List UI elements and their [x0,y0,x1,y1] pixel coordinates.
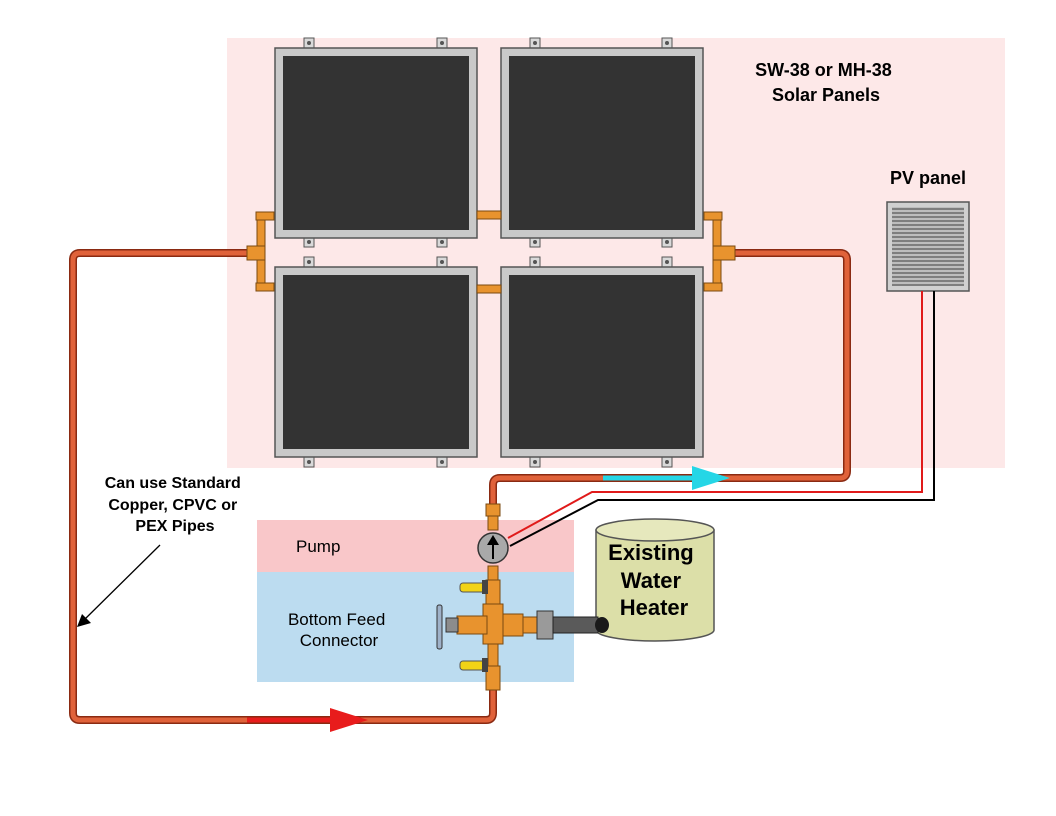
left-manifold-fitting [246,211,275,292]
pv-panel-label: PV panel [890,168,966,188]
pv-wiring [507,291,935,547]
solar-panel-top-left [274,47,478,239]
pump-direction-arrow-icon [487,535,499,545]
cold-flow-arrow [247,708,368,732]
lower-ball-valve[interactable] [459,658,488,672]
solar-panel-bottom-left [274,266,478,458]
water-heater-tank [595,518,715,642]
panels-title: SW-38 or MH-38 Solar Panels [755,60,897,105]
pump-label: Pump [296,537,340,556]
solar-panel-top-right [500,47,704,239]
pipe-loop [69,249,851,724]
pump-and-connector-assembly [436,503,609,691]
pipes-pointer [77,544,161,627]
pump [477,532,509,564]
hot-flow-arrow [603,466,730,490]
solar-panel-array [274,37,704,468]
bottom-feed-label: Bottom Feed Connector [288,610,390,650]
water-heater-label: Existing Water Heater [608,540,700,620]
right-manifold-fitting [703,211,736,292]
pump-zone [257,520,574,572]
solar-panel-bottom-right [500,266,704,458]
upper-ball-valve[interactable] [459,580,488,594]
pv-panel [886,201,970,292]
pipes-note: Can use Standard Copper, CPVC or PEX Pip… [105,475,245,535]
